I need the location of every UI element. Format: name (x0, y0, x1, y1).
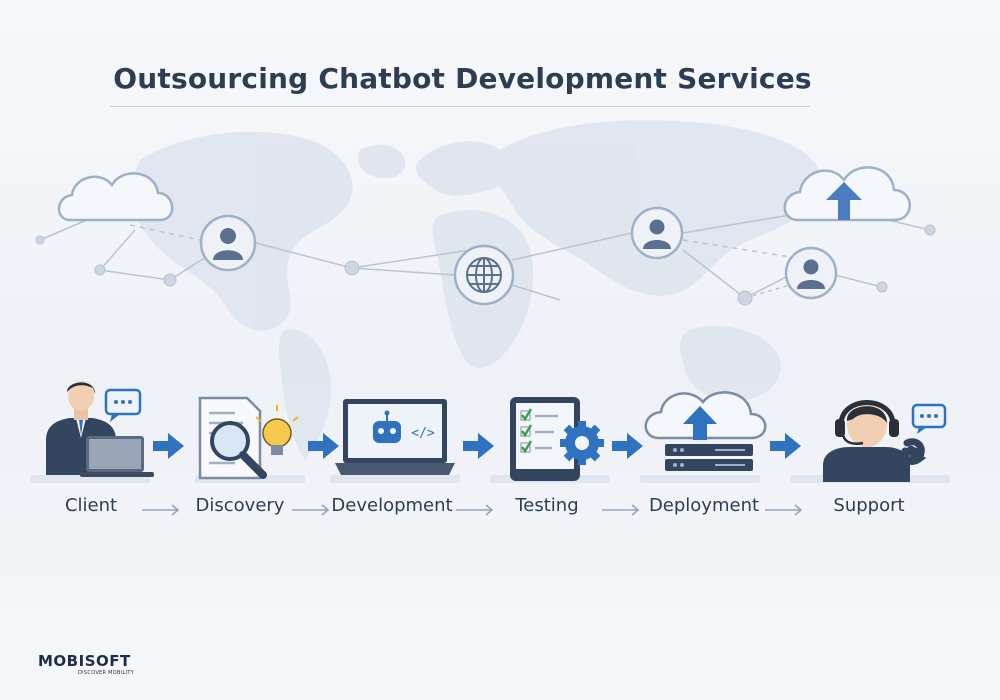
person-node-icon (199, 214, 257, 272)
logo-tagline: DISCOVER MOBILITY (78, 670, 135, 676)
globe-icon (453, 244, 515, 306)
label-arrow-icon (142, 504, 803, 516)
step-label-development: Development (331, 495, 453, 516)
client-icon (46, 381, 154, 477)
step-label-testing: Testing (515, 495, 579, 516)
step-label-discovery: Discovery (195, 495, 285, 516)
network-lines (39, 209, 931, 301)
step-label-support: Support (833, 495, 905, 516)
discovery-icon (198, 396, 299, 480)
support-icon (823, 400, 947, 482)
cloud-icon (57, 172, 174, 222)
person-node-icon (784, 246, 838, 300)
person-node-icon (630, 206, 684, 260)
deployment-icon (644, 391, 767, 471)
flow-arrow-icon (153, 433, 801, 459)
title-divider (110, 106, 810, 107)
page-title: Outsourcing Chatbot Development Services (113, 62, 812, 95)
svg-text:</>: </> (411, 426, 435, 441)
cloud-upload-icon (783, 166, 911, 222)
development-icon: </> (335, 399, 455, 475)
step-label-client: Client (64, 495, 118, 516)
step-label-deployment: Deployment (648, 495, 760, 516)
testing-icon (510, 397, 604, 481)
network-dots (35, 224, 936, 306)
brand-logo: MOBISOFT DISCOVER MOBILITY (38, 652, 134, 676)
logo-name: MOBISOFT (38, 652, 131, 670)
